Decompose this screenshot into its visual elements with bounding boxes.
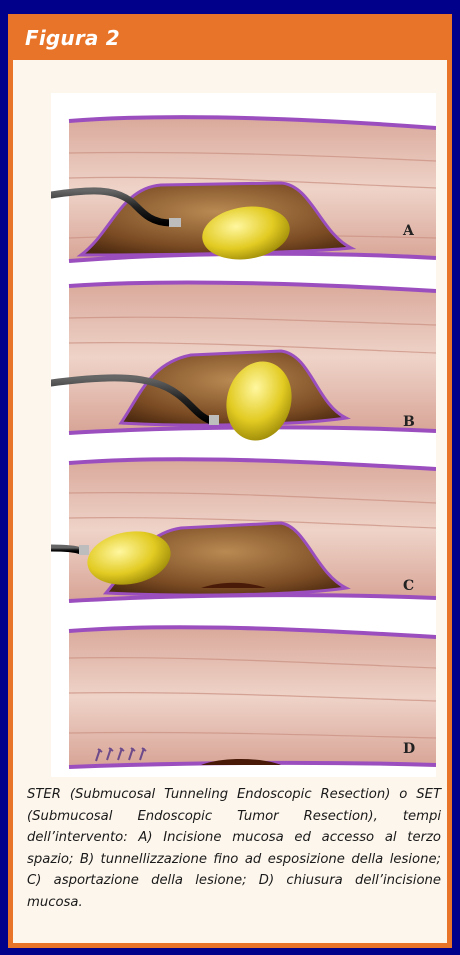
panel-label-b: B	[403, 414, 415, 430]
panel-label-d: D	[403, 741, 415, 757]
panel-c: C	[51, 459, 436, 601]
panel-label-c: C	[403, 578, 414, 594]
panel-a: A	[51, 117, 436, 265]
panel-b: B	[51, 282, 436, 448]
illustration: A B	[51, 93, 436, 777]
figure-header: Figura 2	[13, 19, 447, 60]
panel-d: D	[69, 627, 436, 767]
figure-title: Figura 2	[25, 26, 120, 50]
figure-caption: STER (Submucosal Tunneling Endoscopic Re…	[27, 784, 441, 913]
figure-box: Figura 2	[8, 14, 452, 948]
panel-label-a: A	[402, 223, 415, 239]
